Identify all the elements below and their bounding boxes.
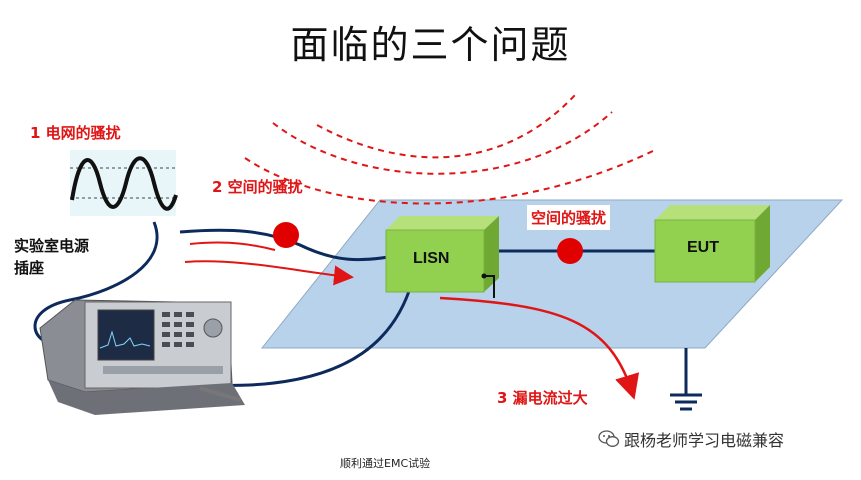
space-disturbance-label: 2 空间的骚扰 (212, 178, 303, 196)
watermark-text: 跟杨老师学习电磁兼容 (624, 431, 785, 450)
page-title: 面临的三个问题 (290, 23, 571, 67)
grid-disturbance-label: 1 电网的骚扰 (30, 124, 121, 142)
sine-wave-icon (70, 150, 178, 216)
conducted-arrow-lower (184, 260, 354, 286)
eut-label: EUT (687, 239, 719, 256)
socket-cable (33, 221, 159, 347)
spectrum-analyzer (39, 299, 245, 415)
leakage-arrow (439, 296, 640, 400)
disturbance-point-left (273, 222, 299, 248)
leakage-current-label: 3 漏电流过大 (497, 389, 588, 407)
lab-socket-label: 实验室电源插座 (14, 237, 90, 277)
radiated-field-lines (244, 94, 656, 205)
conducted-arrow-upper (189, 241, 276, 251)
ground-icon (670, 348, 702, 411)
space-disturbance-label-right: 空间的骚扰 (527, 205, 611, 230)
eut-box (654, 205, 770, 283)
lisn-box (385, 216, 499, 293)
wechat-icon (598, 430, 620, 447)
disturbance-point-right (557, 238, 583, 264)
watermark: 跟杨老师学习电磁兼容 (598, 427, 784, 451)
lisn-ground-strap (484, 275, 495, 298)
input-cable (179, 228, 396, 262)
caption: 顺利通过EMC试验 (340, 457, 431, 470)
lisn-label: LISN (413, 250, 450, 267)
